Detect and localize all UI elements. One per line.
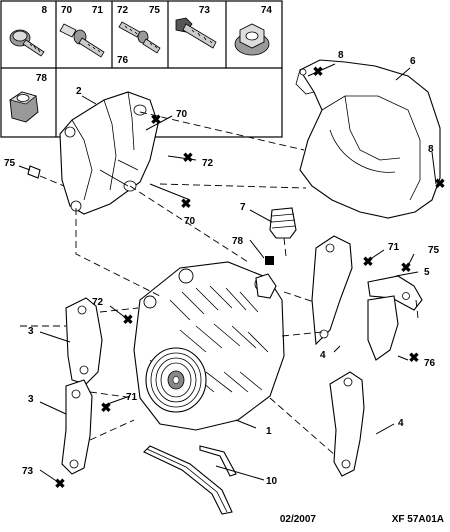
fix-marker: ✖ xyxy=(409,350,420,365)
fix-marker: ✖ xyxy=(55,476,66,491)
heat-shield-part xyxy=(295,59,441,219)
legend-ref-72: 72 xyxy=(117,5,129,16)
fix-marker: ✖ xyxy=(401,260,412,275)
legend-ref-75: 75 xyxy=(149,5,161,16)
screw-75-part xyxy=(27,165,41,179)
callout-5: 5 xyxy=(424,267,430,278)
legend-ref-74: 74 xyxy=(261,5,273,16)
flange-bolt-icon xyxy=(9,29,45,57)
bracket-3-lower-part xyxy=(61,379,93,475)
callout-4-upper: 4 xyxy=(320,350,326,361)
callout-1: 1 xyxy=(266,426,272,437)
callout-4-lower: 4 xyxy=(398,418,404,429)
callout-70-lower: 70 xyxy=(184,216,196,227)
callout-3-upper: 3 xyxy=(28,326,34,337)
callout-73: 73 xyxy=(22,466,34,477)
hex-nut-icon xyxy=(9,91,39,123)
bracket-4-lower-part xyxy=(329,371,365,477)
callout-8-top: 8 xyxy=(338,50,344,61)
collared-bolt-icon xyxy=(59,23,105,58)
fix-marker: ✖ xyxy=(183,150,194,165)
drive-belt-part xyxy=(143,445,237,515)
callout-75-right: 75 xyxy=(428,245,440,256)
callout-71-left: 71 xyxy=(126,392,138,403)
callout-78: 78 xyxy=(232,236,244,247)
alternator-part xyxy=(133,261,285,431)
fix-marker: ✖ xyxy=(101,400,112,415)
support-bracket-part xyxy=(59,91,159,215)
callout-2: 2 xyxy=(76,86,82,97)
hex-bolt-icon xyxy=(175,17,217,49)
callout-7: 7 xyxy=(240,202,246,213)
callout-72-upper: 72 xyxy=(202,158,214,169)
callout-75-left: 75 xyxy=(4,158,16,169)
callout-71-right: 71 xyxy=(388,242,400,253)
leader-lines xyxy=(18,63,437,483)
callout-10: 10 xyxy=(266,476,278,487)
pulley xyxy=(145,347,207,413)
fix-marker: ✖ xyxy=(181,196,192,211)
callout-6: 6 xyxy=(410,56,416,67)
legend-ref-76: 76 xyxy=(117,55,129,66)
footer-date: 02/2007 xyxy=(280,514,317,525)
fix-marker: ✖ xyxy=(363,254,374,269)
legend-ref-70: 70 xyxy=(61,5,73,16)
legend-ref-71: 71 xyxy=(92,5,104,16)
bracket-5-part xyxy=(367,275,423,311)
fixing-markers: ✖ ✖ ✖ ✖ ✖ ✖ ✖ ✖ ✖ ✖ ✖ xyxy=(55,64,446,491)
fix-marker: ✖ xyxy=(313,64,324,79)
callout-70-upper: 70 xyxy=(176,109,188,120)
bracket-3-upper-part xyxy=(65,297,103,385)
legend-ref-8: 8 xyxy=(41,5,47,16)
callout-8-right: 8 xyxy=(428,144,434,155)
rubber-cap-part xyxy=(269,207,297,239)
legend-ref-73: 73 xyxy=(199,5,211,16)
fix-marker: ✖ xyxy=(123,312,134,327)
fix-marker: ✖ xyxy=(435,176,446,191)
callout-72-left: 72 xyxy=(92,297,104,308)
bracket-4-side-part xyxy=(367,295,399,361)
threaded-stud-icon xyxy=(118,21,161,54)
legend-ref-78: 78 xyxy=(36,73,48,84)
callout-3-lower: 3 xyxy=(28,394,34,405)
footer-drawing-code: XF 57A01A xyxy=(392,514,444,525)
fix-marker: ✖ xyxy=(151,112,162,127)
bracket-4-upper-part xyxy=(311,235,353,346)
flange-nut-icon xyxy=(234,23,270,56)
callout-labels: 2 75 70 72 70 7 78 8 6 8 72 3 3 71 73 1 … xyxy=(4,50,440,487)
nut-78-part xyxy=(265,256,274,265)
callout-76: 76 xyxy=(424,358,436,369)
